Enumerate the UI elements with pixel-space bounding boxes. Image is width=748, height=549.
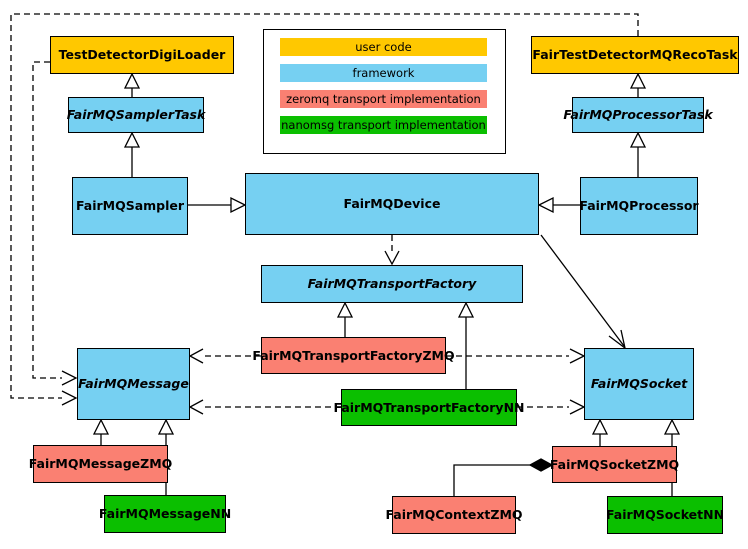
edge-factoryzmq-to-message [188, 348, 261, 364]
class-label-fairmqdevice: FairMQDevice [343, 196, 441, 212]
class-box-fairmqsocketnn[interactable]: FairMQSocketNN [605, 496, 725, 534]
edge-processortask-to-recotask [629, 72, 647, 97]
legend-row-framework: framework [280, 64, 487, 82]
class-label-fairtestdetectormqrecotask: FairTestDetectorMQRecoTask [532, 47, 738, 63]
legend-label-user-code: user code [355, 40, 412, 54]
class-label-fairmqtransportfactorynn: FairMQTransportFactoryNN [333, 399, 525, 415]
legend-label-nanomsg: nanomsg transport implementation [281, 118, 486, 132]
class-box-fairmqmessage[interactable]: FairMQMessage [77, 348, 190, 420]
edge-factoryzmq-to-factory [336, 301, 354, 337]
class-label-fairmqsocket: FairMQSocket [590, 376, 688, 392]
edge-processor-to-device [537, 196, 580, 214]
edge-digiloader-to-message [32, 61, 78, 386]
class-label-fairmqmessage: FairMQMessage [78, 376, 189, 392]
legend-spacer-3 [264, 108, 505, 116]
edge-factorynn-to-message [188, 399, 341, 415]
legend-label-framework: framework [352, 66, 415, 80]
legend-label-zeromq: zeromq transport implementation [286, 92, 481, 106]
legend-spacer-top [264, 30, 505, 38]
class-box-fairmqprocessor[interactable]: FairMQProcessor [579, 177, 699, 235]
class-label-fairmqtransportfactory: FairMQTransportFactory [307, 276, 477, 292]
color-legend: user code framework zeromq transport imp… [263, 29, 506, 154]
class-label-fairmqtransportfactoryzmq: FairMQTransportFactoryZMQ [252, 347, 455, 363]
class-label-testdetectordigiloader: TestDetectorDigiLoader [58, 47, 226, 63]
class-label-fairmqsocketnn: FairMQSocketNN [605, 507, 725, 523]
legend-row-nanomsg: nanomsg transport implementation [280, 116, 487, 134]
edge-samplertask-to-digiloader [123, 72, 141, 97]
class-box-fairmqtransportfactoryzmq[interactable]: FairMQTransportFactoryZMQ [252, 337, 455, 374]
edge-sampler-to-samplertask [123, 131, 141, 177]
legend-row-user-code: user code [280, 38, 487, 56]
class-label-fairmqcontextzmq: FairMQContextZMQ [385, 507, 523, 523]
class-box-fairmqdevice[interactable]: FairMQDevice [245, 173, 539, 235]
class-box-fairmqtransportfactorynn[interactable]: FairMQTransportFactoryNN [334, 389, 525, 426]
legend-spacer-1 [264, 56, 505, 64]
class-label-fairmqsocketzmq: FairMQSocketZMQ [549, 456, 680, 472]
edge-device-to-socket [540, 234, 627, 350]
edge-device-to-factory [384, 235, 400, 266]
edge-socketzmq-to-socket [591, 418, 609, 446]
class-box-testdetectordigiloader[interactable]: TestDetectorDigiLoader [50, 36, 234, 74]
class-box-fairmqsocketzmq[interactable]: FairMQSocketZMQ [549, 446, 680, 483]
edge-factoryzmq-to-socket [446, 348, 586, 364]
class-box-fairtestdetectormqrecotask[interactable]: FairTestDetectorMQRecoTask [531, 36, 739, 74]
class-box-fairmqprocessortask[interactable]: FairMQProcessorTask [563, 97, 713, 133]
edge-factorynn-to-socket [517, 399, 586, 415]
class-box-fairmqsamplertask[interactable]: FairMQSamplerTask [66, 97, 206, 133]
class-box-fairmqcontextzmq[interactable]: FairMQContextZMQ [385, 496, 523, 534]
edge-messagezmq-to-message [92, 418, 110, 445]
class-box-fairmqsampler[interactable]: FairMQSampler [72, 177, 188, 235]
edge-recotask-to-message [10, 13, 639, 406]
class-label-fairmqsamplertask: FairMQSamplerTask [66, 107, 206, 123]
class-box-fairmqtransportfactory[interactable]: FairMQTransportFactory [261, 265, 523, 303]
class-label-fairmqmessagenn: FairMQMessageNN [98, 506, 232, 522]
class-label-fairmqsampler: FairMQSampler [75, 198, 185, 214]
legend-spacer-2 [264, 82, 505, 90]
legend-row-zeromq: zeromq transport implementation [280, 90, 487, 108]
edge-sampler-to-device [188, 196, 247, 214]
edge-contextzmq-to-socketzmq [453, 458, 554, 496]
class-label-fairmqprocessortask: FairMQProcessorTask [563, 107, 713, 123]
edge-processor-to-processortask [629, 131, 647, 177]
class-box-fairmqmessagezmq[interactable]: FairMQMessageZMQ [29, 445, 172, 483]
class-box-fairmqmessagenn[interactable]: FairMQMessageNN [99, 495, 231, 533]
class-box-fairmqsocket[interactable]: FairMQSocket [584, 348, 694, 420]
class-label-fairmqmessagezmq: FairMQMessageZMQ [28, 456, 173, 472]
edge-factorynn-to-factory [457, 301, 475, 389]
class-label-fairmqprocessor: FairMQProcessor [579, 198, 699, 214]
